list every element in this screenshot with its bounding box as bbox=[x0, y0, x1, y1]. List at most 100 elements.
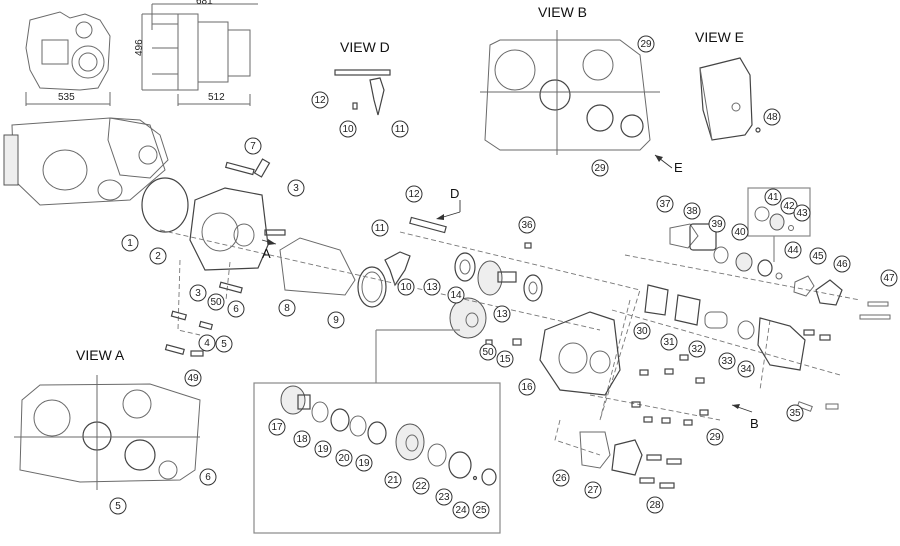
callout-label: 3 bbox=[195, 288, 201, 299]
callout-circle bbox=[311, 91, 329, 109]
callout-c5a: 5 bbox=[215, 335, 233, 353]
callout-circle bbox=[198, 334, 216, 352]
callout-label: 19 bbox=[317, 444, 329, 455]
callout-c10a: 10 bbox=[397, 278, 415, 296]
callout-circle bbox=[780, 197, 798, 215]
callout-c5b: 5 bbox=[109, 497, 127, 515]
callout-c6b: 6 bbox=[199, 468, 217, 486]
arrow-label-e: E bbox=[674, 160, 683, 175]
callout-label: 21 bbox=[387, 475, 399, 486]
callout-label: 20 bbox=[338, 453, 350, 464]
callout-label: 3 bbox=[293, 183, 299, 194]
view-e-title: VIEW E bbox=[695, 29, 744, 45]
assembly-lines bbox=[159, 229, 861, 456]
callout-circle bbox=[227, 300, 245, 318]
callout-c41: 41 bbox=[764, 188, 782, 206]
callout-circle bbox=[718, 352, 736, 370]
bottom-covers bbox=[579, 431, 643, 476]
callout-c26: 26 bbox=[552, 469, 570, 487]
callout-circle bbox=[423, 278, 441, 296]
callout-circle bbox=[688, 340, 706, 358]
callout-circle bbox=[591, 159, 609, 177]
view-b-drawing bbox=[480, 30, 660, 155]
callout-label: 48 bbox=[766, 112, 778, 123]
callout-c32: 32 bbox=[688, 340, 706, 358]
view-e-drawing bbox=[699, 57, 761, 141]
callout-circle bbox=[447, 286, 465, 304]
callout-c50b: 50 bbox=[479, 343, 497, 361]
callout-circle bbox=[435, 488, 453, 506]
callout-c48: 48 bbox=[763, 108, 781, 126]
callout-c7: 7 bbox=[244, 137, 262, 155]
callout-c9: 9 bbox=[327, 311, 345, 329]
callout-circle bbox=[660, 333, 678, 351]
callout-circle bbox=[880, 269, 898, 287]
callout-circle bbox=[405, 185, 423, 203]
callout-label: 29 bbox=[594, 163, 606, 174]
callout-circle bbox=[833, 255, 851, 273]
cover-plate-2 bbox=[189, 187, 269, 271]
arrow-label-a: A bbox=[262, 246, 271, 261]
callout-c25: 25 bbox=[472, 501, 490, 519]
callout-circle bbox=[496, 350, 514, 368]
callout-c27: 27 bbox=[584, 481, 602, 499]
case-16 bbox=[539, 311, 621, 396]
callout-label: 31 bbox=[663, 337, 675, 348]
callout-c46: 46 bbox=[833, 255, 851, 273]
view-d-title: VIEW D bbox=[340, 39, 390, 55]
callout-label: 26 bbox=[555, 473, 567, 484]
callout-label: 13 bbox=[426, 282, 438, 293]
callout-c14: 14 bbox=[447, 286, 465, 304]
callout-c22: 22 bbox=[412, 477, 430, 495]
callout-c11b: 11 bbox=[391, 120, 409, 138]
callout-label: 1 bbox=[127, 238, 133, 249]
callout-circle bbox=[327, 311, 345, 329]
callout-c12b: 12 bbox=[311, 91, 329, 109]
side-outline-view: 681 496 512 bbox=[134, 0, 258, 106]
callout-label: 23 bbox=[438, 492, 450, 503]
callout-label: 47 bbox=[883, 273, 895, 284]
view-a-title: VIEW A bbox=[76, 347, 125, 363]
callout-circle bbox=[293, 430, 311, 448]
bearing-13b bbox=[523, 274, 543, 302]
callout-label: 42 bbox=[783, 201, 795, 212]
callout-c28: 28 bbox=[646, 496, 664, 514]
dim-535: 535 bbox=[58, 92, 75, 103]
callout-circle bbox=[683, 202, 701, 220]
main-housing-assembly bbox=[3, 117, 169, 206]
callout-circle bbox=[633, 322, 651, 340]
callout-c42: 42 bbox=[780, 197, 798, 215]
callout-circle bbox=[731, 223, 749, 241]
callout-circle bbox=[584, 481, 602, 499]
arrow-label-d: D bbox=[450, 186, 459, 201]
shaft-12 bbox=[409, 216, 447, 234]
callout-circle bbox=[479, 343, 497, 361]
callout-label: 17 bbox=[271, 422, 283, 433]
front-outline-view: 535 bbox=[25, 11, 111, 106]
dim-681: 681 bbox=[196, 0, 213, 7]
callout-label: 44 bbox=[787, 245, 799, 256]
view-b-title: VIEW B bbox=[538, 4, 587, 20]
callout-label: 12 bbox=[408, 189, 420, 200]
callout-circle bbox=[278, 299, 296, 317]
callout-label: 2 bbox=[155, 251, 161, 262]
view-d-drawing bbox=[334, 69, 391, 116]
callout-label: 18 bbox=[296, 434, 308, 445]
callout-circle bbox=[472, 501, 490, 519]
ring-9 bbox=[357, 266, 387, 308]
callout-label: 8 bbox=[284, 303, 290, 314]
callout-circle bbox=[763, 108, 781, 126]
callout-c23: 23 bbox=[435, 488, 453, 506]
callout-c1: 1 bbox=[121, 234, 139, 252]
callout-circle bbox=[207, 293, 225, 311]
callout-circle bbox=[452, 501, 470, 519]
callout-c30: 30 bbox=[633, 322, 651, 340]
callout-label: 5 bbox=[221, 339, 227, 350]
callout-c13b: 13 bbox=[493, 305, 511, 323]
callout-c35: 35 bbox=[786, 404, 804, 422]
callout-circle bbox=[199, 468, 217, 486]
callout-c47: 47 bbox=[880, 269, 898, 287]
callout-label: 40 bbox=[734, 227, 746, 238]
callout-circle bbox=[412, 477, 430, 495]
